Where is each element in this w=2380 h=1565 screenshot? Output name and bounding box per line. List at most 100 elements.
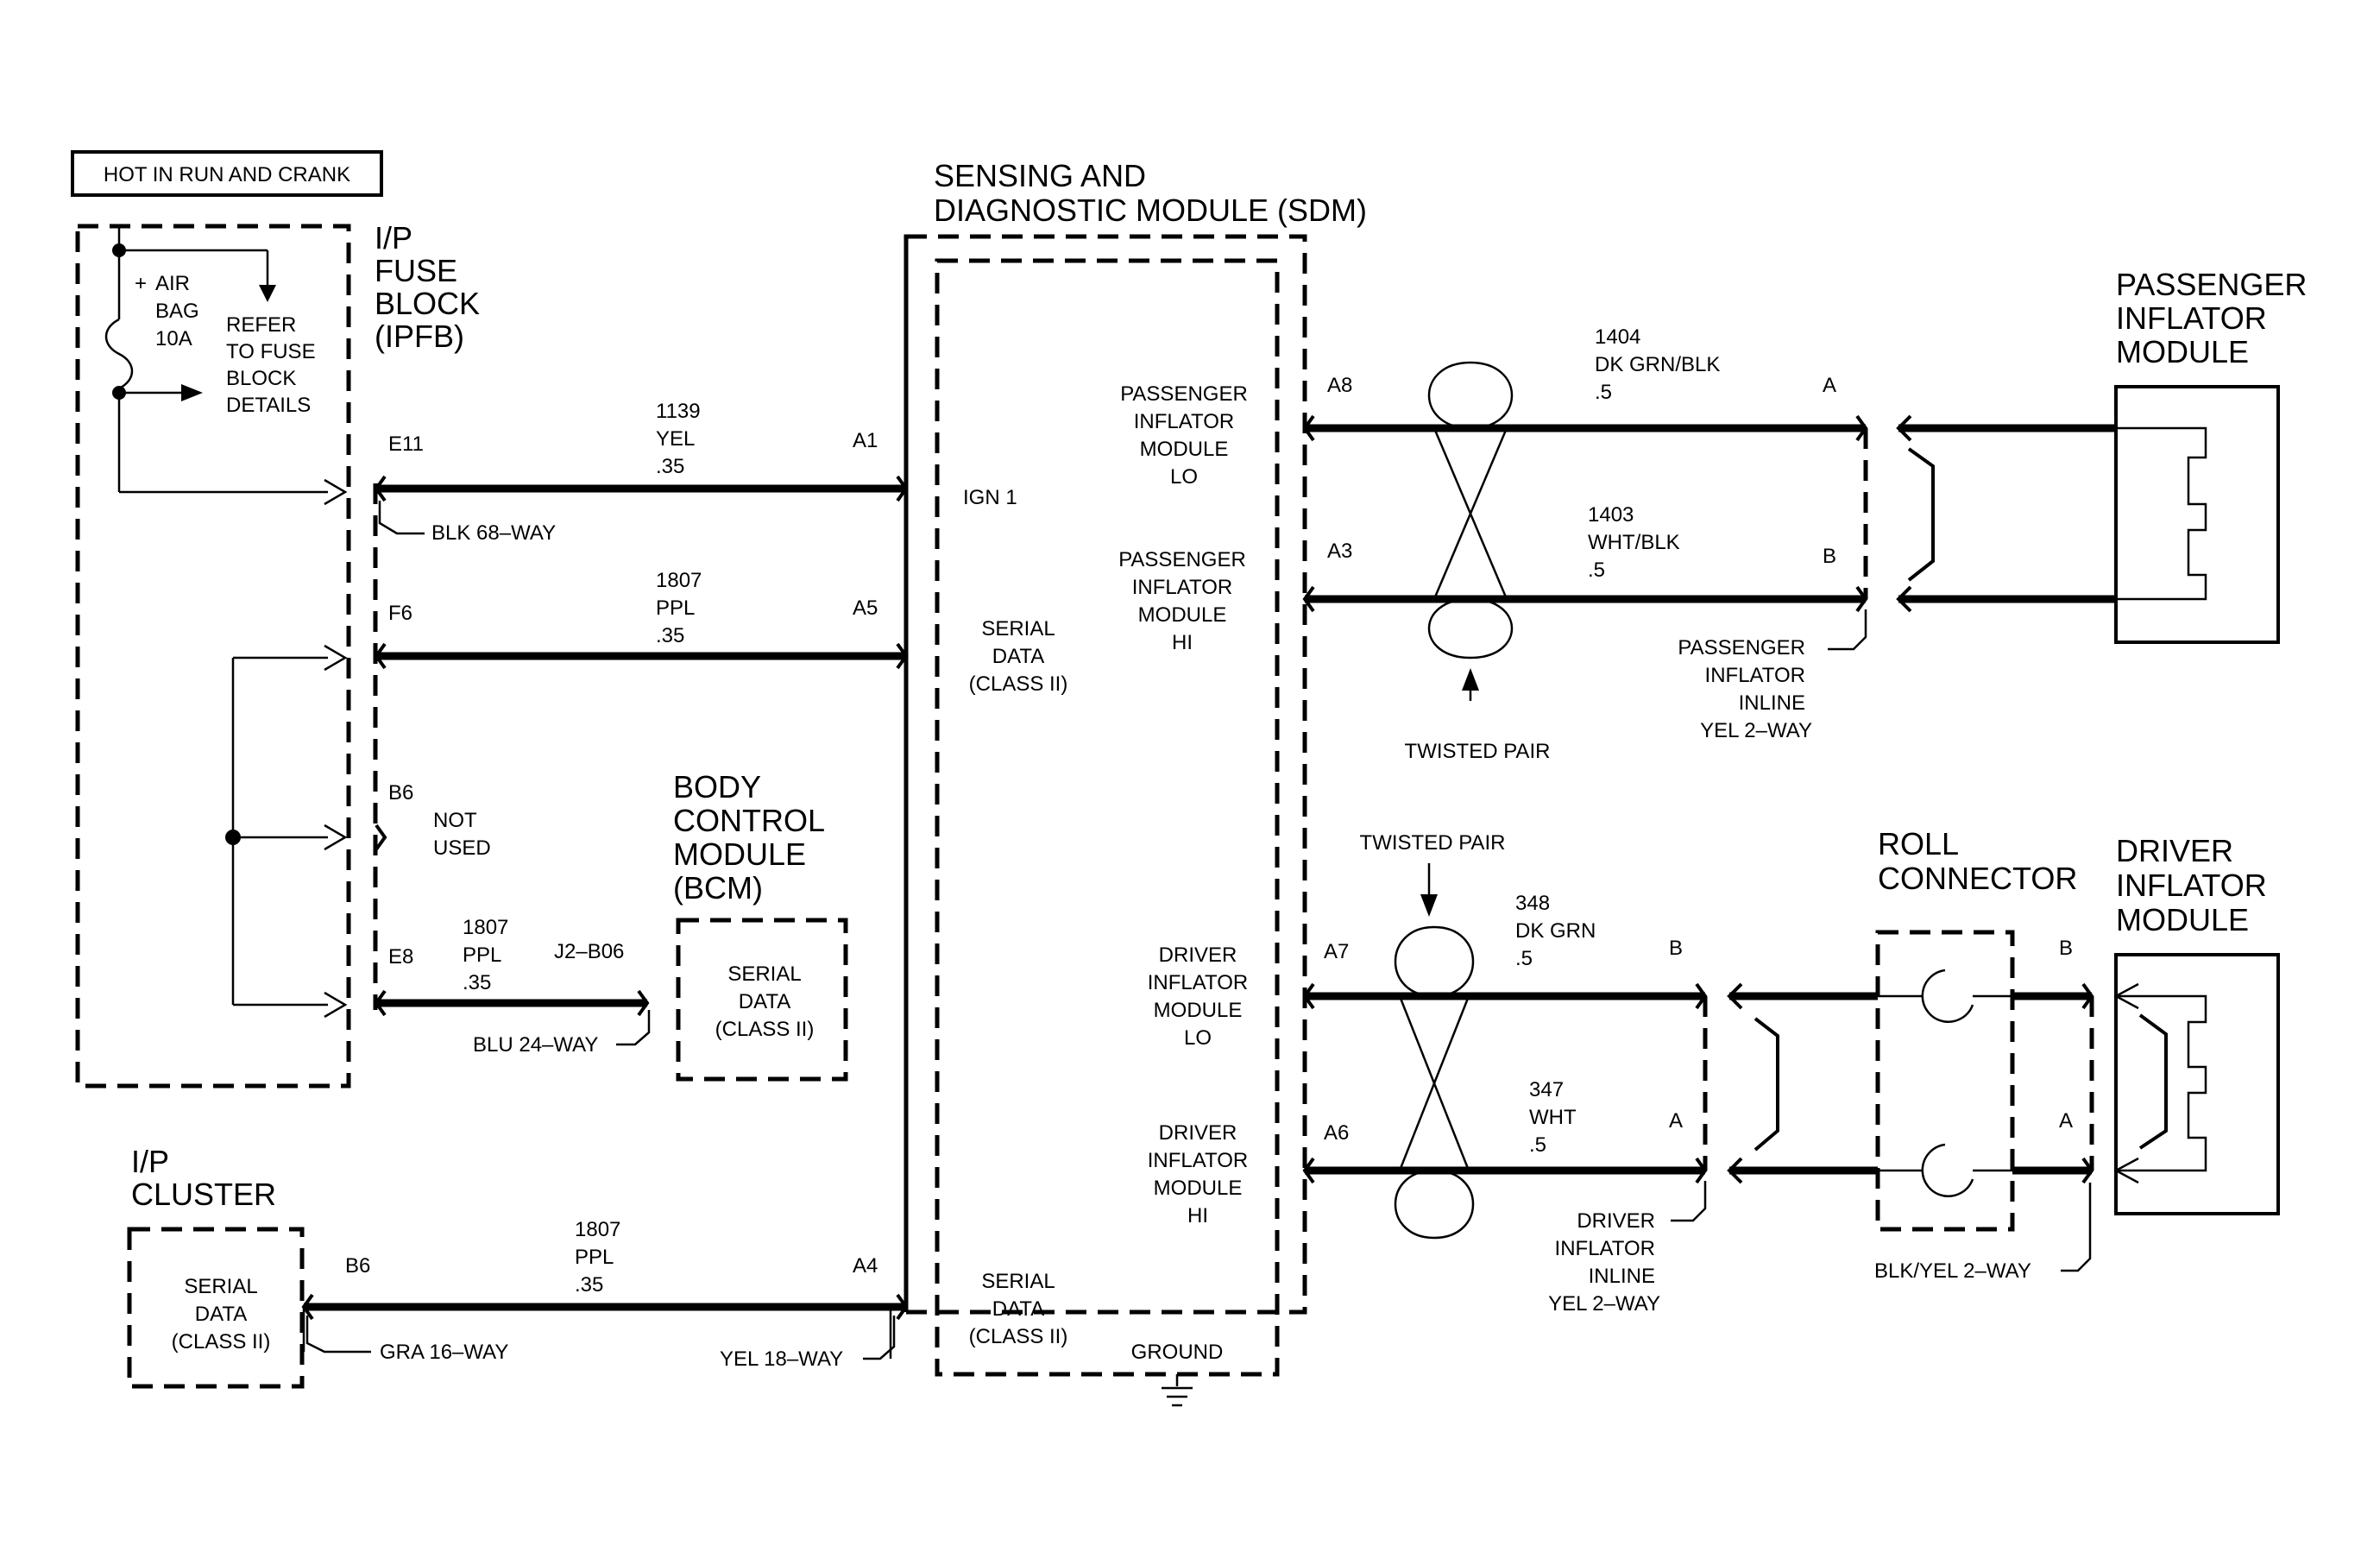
svg-text:INFLATOR: INFLATOR xyxy=(1705,664,1805,687)
driver-module-title: DRIVER INFLATOR MODULE xyxy=(2116,833,2267,937)
refer-arrow-icon xyxy=(181,384,203,401)
driver-inline-pin-b: B xyxy=(1669,937,1683,960)
svg-text:(CLASS II): (CLASS II) xyxy=(969,672,1068,696)
svg-text:SERIAL: SERIAL xyxy=(727,962,801,986)
refer-label: REFER TO FUSE BLOCK DETAILS xyxy=(226,313,316,417)
svg-text:PASSENGER: PASSENGER xyxy=(2116,267,2307,302)
not-used-label: NOT USED xyxy=(433,809,491,860)
sdm-outline xyxy=(904,234,1307,1315)
svg-text:NOT: NOT xyxy=(433,809,477,832)
pin-a3: A3 xyxy=(1327,540,1352,563)
pin-a5: A5 xyxy=(853,596,878,620)
fuse-circuit xyxy=(104,226,348,506)
svg-text:CONTROL: CONTROL xyxy=(673,803,825,838)
svg-text:CLUSTER: CLUSTER xyxy=(131,1177,276,1212)
svg-text:YEL 2–WAY: YEL 2–WAY xyxy=(1700,719,1812,742)
pin-e11: E11 xyxy=(388,432,424,456)
driver-harness xyxy=(1727,982,1878,1184)
roll-connector-outline xyxy=(1875,930,2015,1232)
wire-1139 xyxy=(374,475,909,502)
svg-text:(CLASS II): (CLASS II) xyxy=(172,1330,271,1354)
driver-inline-leader xyxy=(1671,1181,1707,1222)
svg-text:MODULE: MODULE xyxy=(2116,902,2249,937)
wire-1807-bcm xyxy=(374,989,650,1017)
passenger-module-title: PASSENGER INFLATOR MODULE xyxy=(2116,267,2307,369)
power-label: HOT IN RUN AND CRANK xyxy=(104,163,350,186)
twisted-pair-top-icon xyxy=(1427,361,1514,701)
svg-text:WHT/BLK: WHT/BLK xyxy=(1588,531,1680,554)
svg-text:HI: HI xyxy=(1187,1204,1208,1227)
pin-a7: A7 xyxy=(1324,940,1349,963)
wire-1807-a5 xyxy=(374,642,909,670)
blkyel-label: BLK/YEL 2–WAY xyxy=(1874,1259,2031,1283)
sdm-ground-label: GROUND xyxy=(1131,1341,1224,1364)
gra16-leader xyxy=(305,1316,371,1354)
svg-text:INFLATOR: INFLATOR xyxy=(1148,971,1248,994)
pin-f6: F6 xyxy=(388,602,412,625)
svg-text:1807: 1807 xyxy=(656,569,702,592)
passenger-inline-label: PASSENGER INFLATOR INLINE YEL 2–WAY xyxy=(1678,636,1812,742)
svg-text:1807: 1807 xyxy=(463,916,508,939)
bus-branch xyxy=(225,644,348,1019)
pin-a6: A6 xyxy=(1324,1121,1349,1145)
svg-text:DRIVER: DRIVER xyxy=(1159,1121,1237,1145)
passenger-harness xyxy=(1896,414,2114,613)
sdm-inner-outline xyxy=(935,258,1280,1377)
svg-text:TO FUSE: TO FUSE xyxy=(226,340,316,363)
svg-text:DK GRN/BLK: DK GRN/BLK xyxy=(1595,353,1720,376)
svg-text:1403: 1403 xyxy=(1588,503,1634,527)
svg-text:DRIVER: DRIVER xyxy=(2116,833,2233,868)
svg-text:MODULE: MODULE xyxy=(2116,334,2249,369)
svg-text:PASSENGER: PASSENGER xyxy=(1118,548,1246,571)
svg-text:(BCM): (BCM) xyxy=(673,870,763,906)
circuit-348-label: 348 DK GRN .5 xyxy=(1515,892,1596,970)
svg-text:MODULE: MODULE xyxy=(673,836,806,872)
passenger-inline-leader xyxy=(1828,609,1867,651)
svg-text:(CLASS II): (CLASS II) xyxy=(969,1325,1068,1348)
svg-text:SERIAL: SERIAL xyxy=(981,1270,1055,1293)
svg-text:INFLATOR: INFLATOR xyxy=(2116,300,2267,336)
pin-a8: A8 xyxy=(1327,374,1352,397)
passenger-module-box xyxy=(2114,385,2280,644)
svg-text:(IPFB): (IPFB) xyxy=(375,319,464,354)
ground-icon xyxy=(1162,1374,1193,1407)
svg-text:1404: 1404 xyxy=(1595,325,1640,349)
wire-1807-a4 xyxy=(301,1293,909,1321)
svg-text:.35: .35 xyxy=(575,1273,603,1297)
svg-text:MODULE: MODULE xyxy=(1138,603,1227,627)
svg-text:SERIAL: SERIAL xyxy=(184,1275,257,1298)
svg-text:PPL: PPL xyxy=(575,1246,614,1269)
svg-text:DRIVER: DRIVER xyxy=(1577,1209,1655,1233)
sdm-title: SENSING AND DIAGNOSTIC MODULE (SDM) xyxy=(934,158,1367,228)
sdm-drv-lo-label: DRIVER INFLATOR MODULE LO xyxy=(1148,943,1248,1050)
pin-e8: E8 xyxy=(388,945,413,969)
circuit-1807-a5-label: 1807 PPL .35 xyxy=(656,569,702,647)
svg-text:MODULE: MODULE xyxy=(1154,1177,1243,1200)
twisted-pair-bottom-icon xyxy=(1394,863,1475,1240)
svg-text:MODULE: MODULE xyxy=(1154,999,1243,1022)
svg-text:10A: 10A xyxy=(155,327,192,350)
driver-inline-label: DRIVER INFLATOR INLINE YEL 2–WAY xyxy=(1548,1209,1660,1316)
svg-text:CONNECTOR: CONNECTOR xyxy=(1878,861,2077,896)
circuit-347-label: 347 WHT .5 xyxy=(1529,1078,1577,1157)
roll-to-driver-wires xyxy=(2012,982,2094,1184)
passenger-pin-a: A xyxy=(1823,374,1836,397)
sdm-serial-top-label: SERIAL DATA (CLASS II) xyxy=(969,617,1068,696)
svg-text:348: 348 xyxy=(1515,892,1550,915)
fuse-label: AIR BAG 10A xyxy=(155,272,199,350)
pin-a4: A4 xyxy=(853,1254,878,1278)
wire-347 xyxy=(1302,1157,1708,1184)
circuit-1403-label: 1403 WHT/BLK .5 xyxy=(1588,503,1680,582)
sdm-pass-hi-label: PASSENGER INFLATOR MODULE HI xyxy=(1118,548,1246,654)
driver-inline-pin-a: A xyxy=(1669,1109,1683,1133)
passenger-pin-b: B xyxy=(1823,545,1836,568)
twisted-pair-bottom: TWISTED PAIR xyxy=(1360,831,1506,855)
power-label-box xyxy=(71,150,383,197)
svg-text:PASSENGER: PASSENGER xyxy=(1120,382,1248,406)
svg-text:INFLATOR: INFLATOR xyxy=(2116,868,2267,903)
svg-text:.35: .35 xyxy=(656,624,684,647)
bcm-serial-label: SERIAL DATA (CLASS II) xyxy=(715,962,815,1041)
circuit-1139-label: 1139 YEL .35 xyxy=(656,400,701,478)
yel18-label: YEL 18–WAY xyxy=(720,1347,843,1371)
sdm-serial-bottom-label: SERIAL DATA (CLASS II) xyxy=(969,1270,1068,1348)
